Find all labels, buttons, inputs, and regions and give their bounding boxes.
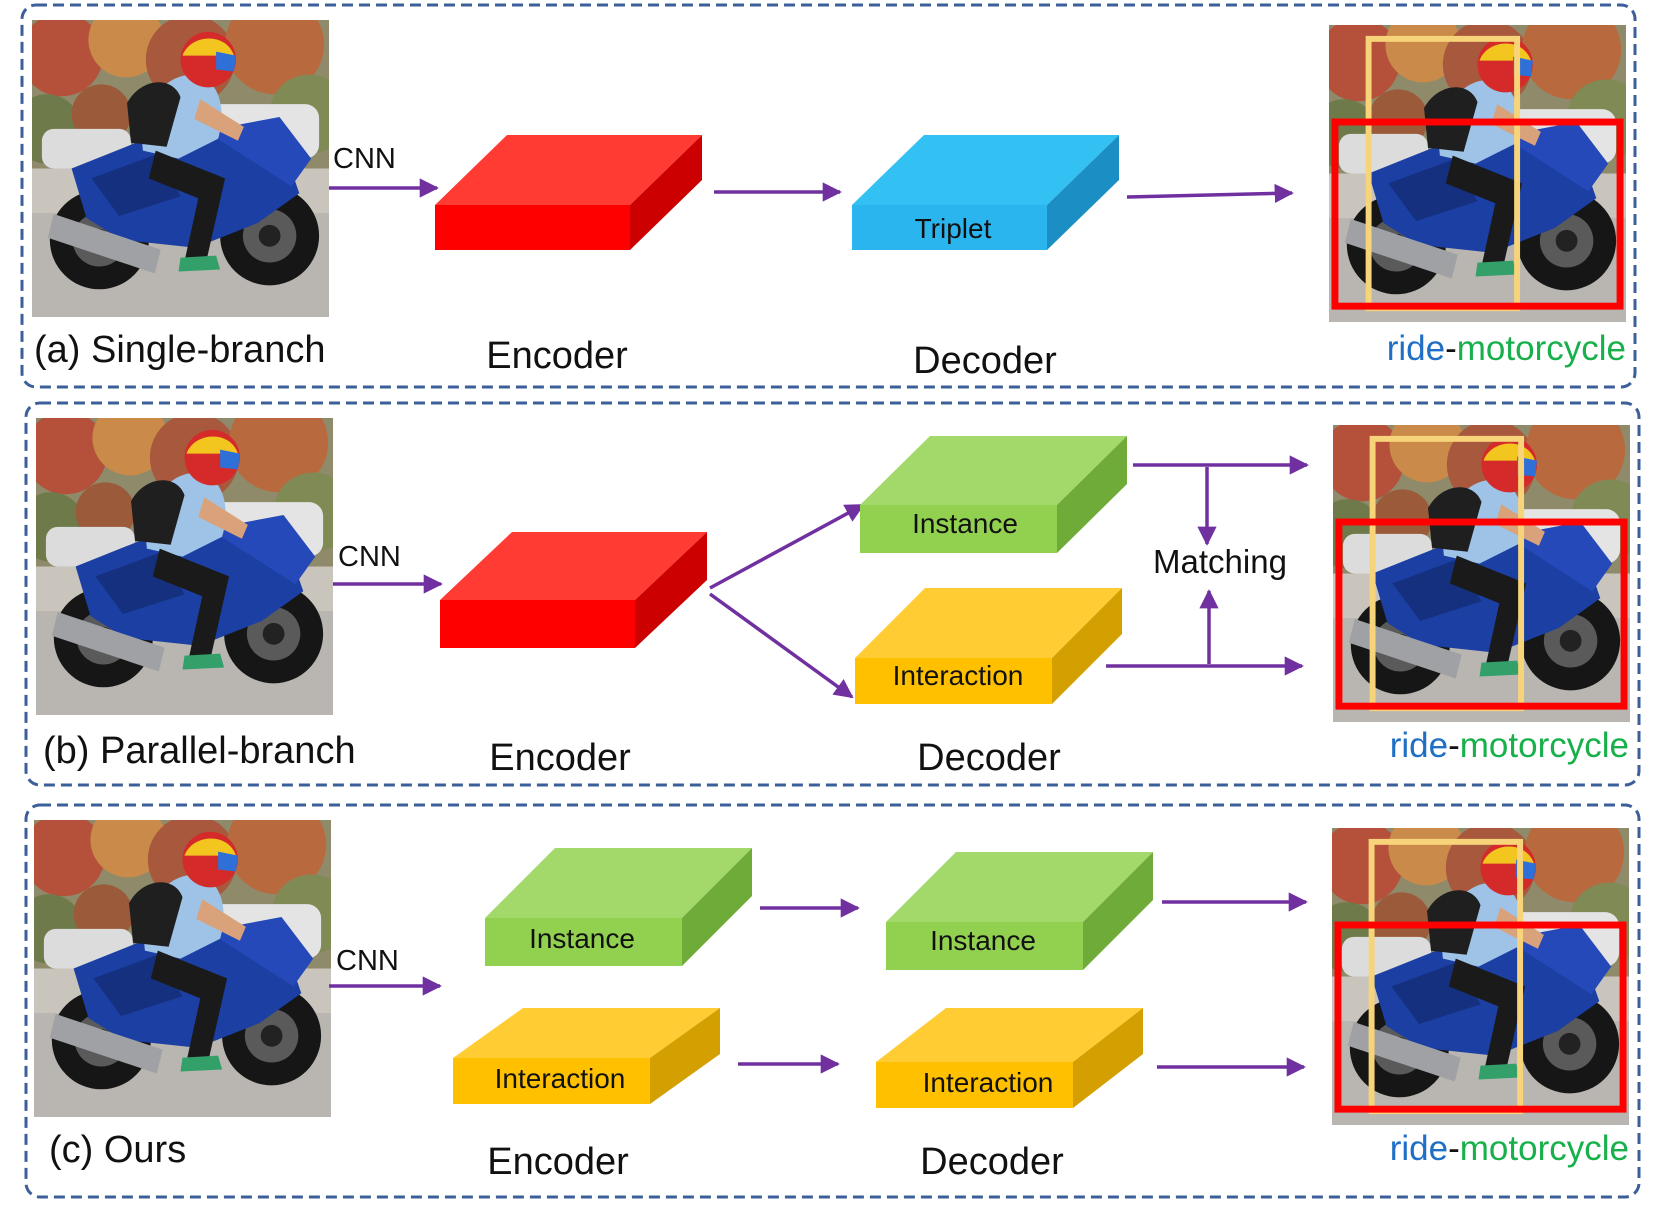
result-triplet-b: ride-motorcycle <box>1390 726 1629 765</box>
input-photo-c <box>34 820 331 1117</box>
result-triplet-c: ride-motorcycle <box>1390 1129 1629 1168</box>
panel-a-single-branch: CNN Triplet (a) Single-branch Encoder De… <box>20 0 1646 389</box>
instance-encoder-label: Instance <box>529 923 635 954</box>
instance-label-b: Instance <box>912 508 1018 539</box>
instance-decoder-block-c: Instance <box>886 852 1153 970</box>
result-photo-b <box>1313 400 1650 722</box>
instance-decoder-label: Instance <box>930 925 1036 956</box>
panel-a-caption: (a) Single-branch <box>34 329 325 371</box>
triplet-decoder-block-a: Triplet <box>852 135 1119 250</box>
triplet-label: Triplet <box>915 213 992 244</box>
instance-encoder-block-c: Instance <box>485 848 752 966</box>
interaction-label-b: Interaction <box>893 660 1024 691</box>
interaction-encoder-label: Interaction <box>495 1063 626 1094</box>
interaction-decoder-block-c: Interaction <box>876 1008 1143 1108</box>
panel-a-border <box>20 3 1637 389</box>
input-photo-b <box>36 418 333 715</box>
encoder-label-b: Encoder <box>489 737 631 779</box>
encoder-block-a <box>435 135 702 250</box>
panel-b-border <box>24 401 1641 787</box>
panel-b-parallel-branch: CNN Instance Interaction Match <box>24 400 1650 787</box>
panel-b-caption: (b) Parallel-branch <box>43 730 356 772</box>
interaction-decoder-label: Interaction <box>923 1067 1054 1098</box>
panel-c-ours: CNN Instance Interaction Instance <box>24 803 1649 1199</box>
result-photo-c <box>1312 803 1649 1125</box>
decoder-label-b: Decoder <box>917 737 1061 779</box>
panel-c-caption: (c) Ours <box>49 1129 186 1171</box>
encoder-label-a: Encoder <box>486 335 628 377</box>
cnn-label-c: CNN <box>336 945 399 977</box>
arrow-encoder-instance-b <box>709 503 865 590</box>
input-photo-a <box>32 20 329 317</box>
interaction-encoder-block-c: Interaction <box>453 1008 720 1104</box>
arrow-encoder-interaction-b <box>708 592 854 699</box>
instance-decoder-block-b: Instance <box>860 436 1127 553</box>
cnn-label-a: CNN <box>333 143 396 175</box>
interaction-decoder-block-b: Interaction <box>855 588 1122 704</box>
panel-c-border <box>24 803 1641 1199</box>
cnn-label-b: CNN <box>338 541 401 573</box>
encoder-label-c: Encoder <box>487 1141 629 1183</box>
decoder-label-a: Decoder <box>913 340 1057 382</box>
matching-label: Matching <box>1153 543 1287 580</box>
encoder-block-b <box>440 532 707 648</box>
result-triplet-a: ride-motorcycle <box>1387 329 1626 368</box>
arrow-decoder-output-a <box>1126 183 1294 204</box>
result-photo-a <box>1309 0 1646 322</box>
decoder-label-c: Decoder <box>920 1141 1064 1183</box>
